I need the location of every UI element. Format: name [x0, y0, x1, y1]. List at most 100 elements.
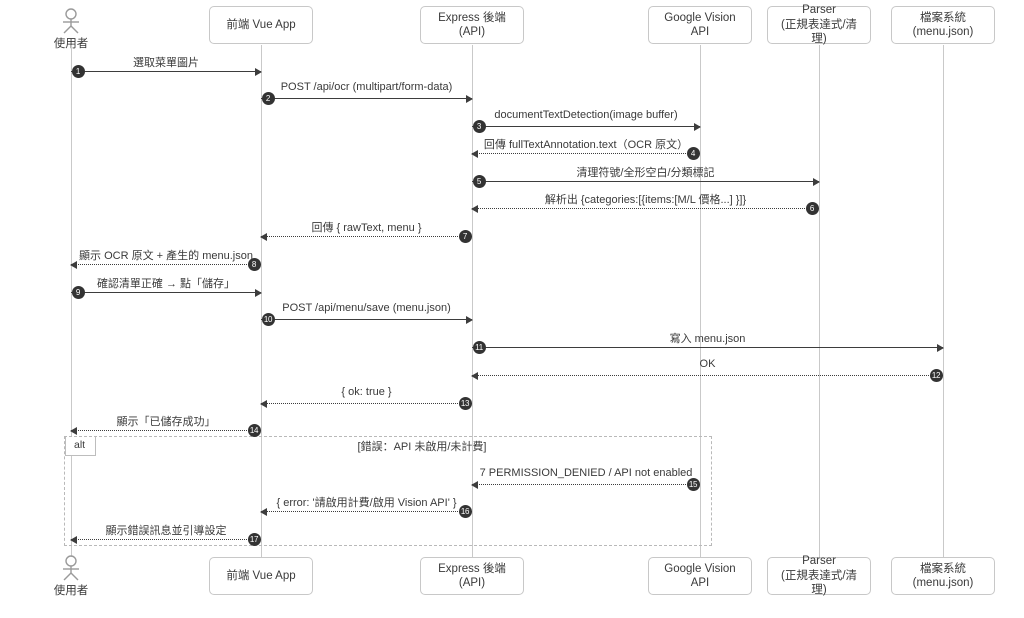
message-label-2: POST /api/ocr (multipart/form-data) [280, 81, 453, 93]
sequence-number-8: 8 [247, 257, 261, 271]
actor-stick-figure-icon [63, 555, 79, 581]
lifeline-vision [700, 45, 701, 557]
message-line-14 [71, 430, 261, 431]
message-2 [261, 94, 473, 103]
message-line-3 [472, 126, 700, 127]
fragment-condition-label: [錯誤：API 未啟用/未計費] [357, 441, 487, 453]
lifeline-user [71, 45, 72, 557]
message-1 [71, 67, 262, 76]
message-15 [471, 480, 700, 489]
message-label-11: 寫入 menu.json [669, 333, 746, 345]
participant-fs-top[interactable]: 檔案系統(menu.json) [891, 6, 995, 44]
arrowhead-icon-5 [813, 177, 820, 186]
message-label-6: 解析出 {categories:[{items:[M/L 價格...] }]} [544, 194, 747, 206]
message-9 [71, 288, 262, 297]
message-8 [70, 260, 261, 269]
sequence-number-16: 16 [458, 504, 472, 518]
arrowhead-icon-15 [471, 480, 478, 489]
lifeline-vue [261, 45, 262, 557]
arrowhead-icon-10 [466, 315, 473, 324]
message-label-12: OK [699, 358, 716, 370]
participant-vision-top[interactable]: Google Vision API [648, 6, 752, 44]
participant-vision-bottom[interactable]: Google Vision API [648, 557, 752, 595]
sequence-number-14: 14 [247, 423, 261, 437]
message-line-12 [472, 375, 943, 376]
message-line-4 [472, 153, 700, 154]
participant-fs-bottom[interactable]: 檔案系統(menu.json) [891, 557, 995, 595]
message-14 [70, 426, 261, 435]
arrowhead-icon-1 [255, 67, 262, 76]
sequence-number-10: 10 [261, 312, 275, 326]
sequence-number-1: 1 [71, 64, 85, 78]
message-4 [471, 149, 700, 158]
message-line-7 [261, 236, 472, 237]
actor-stick-figure-icon [63, 8, 79, 34]
message-13 [260, 399, 472, 408]
message-line-8 [71, 264, 261, 265]
message-6 [471, 204, 819, 213]
message-12 [471, 371, 943, 380]
arrowhead-icon-13 [260, 399, 267, 408]
message-line-10 [261, 319, 472, 320]
sequence-number-7: 7 [458, 229, 472, 243]
actor-user-bottom: 使用者 [48, 555, 94, 598]
participant-express-bottom[interactable]: Express 後端(API) [420, 557, 524, 595]
message-label-10: POST /api/menu/save (menu.json) [282, 302, 451, 314]
message-5 [472, 177, 820, 186]
message-label-8: 顯示 OCR 原文 + 產生的 menu.json [79, 250, 253, 262]
arrowhead-icon-16 [260, 507, 267, 516]
message-label-3: documentTextDetection(image buffer) [494, 109, 678, 121]
message-label-14: 顯示「已儲存成功」 [116, 416, 216, 428]
message-label-1: 選取菜單圖片 [133, 57, 199, 69]
actor-user-top: 使用者 [48, 8, 94, 51]
message-label-9: 確認清單正確 → 點「儲存」 [96, 278, 236, 290]
arrowhead-icon-12 [471, 371, 478, 380]
sequence-number-12: 12 [929, 368, 943, 382]
message-label-16: { error: '請啟用計費/啟用 Vision API' } [276, 497, 457, 509]
participant-express-top[interactable]: Express 後端(API) [420, 6, 524, 44]
message-label-15: 7 PERMISSION_DENIED / API not enabled [479, 467, 693, 479]
sequence-number-6: 6 [805, 201, 819, 215]
arrowhead-icon-6 [471, 204, 478, 213]
sequence-number-13: 13 [458, 396, 472, 410]
message-17 [70, 535, 261, 544]
arrowhead-icon-14 [70, 426, 77, 435]
message-line-16 [261, 511, 472, 512]
message-label-13: { ok: true } [341, 386, 392, 398]
message-3 [472, 122, 701, 131]
participant-parser-top[interactable]: Parser (正規表達式/清理) [767, 4, 871, 45]
participant-parser-bottom[interactable]: Parser (正規表達式/清理) [767, 555, 871, 596]
message-line-2 [261, 98, 472, 99]
message-line-5 [472, 181, 819, 182]
message-16 [260, 507, 472, 516]
participant-vue-top[interactable]: 前端 Vue App [209, 6, 313, 44]
sequence-number-3: 3 [472, 119, 486, 133]
message-label-5: 清理符號/全形空白/分類標記 [576, 167, 715, 179]
sequence-number-5: 5 [472, 174, 486, 188]
message-line-6 [472, 208, 819, 209]
arrowhead-icon-17 [70, 535, 77, 544]
sequence-number-17: 17 [247, 532, 261, 546]
participant-vue-bottom[interactable]: 前端 Vue App [209, 557, 313, 595]
message-line-17 [71, 539, 261, 540]
arrowhead-icon-4 [471, 149, 478, 158]
lifeline-fs [943, 45, 944, 557]
message-line-9 [71, 292, 261, 293]
message-10 [261, 315, 473, 324]
lifeline-parser [819, 45, 820, 557]
arrowhead-icon-11 [937, 343, 944, 352]
message-line-1 [71, 71, 261, 72]
sequence-number-9: 9 [71, 285, 85, 299]
arrowhead-icon-7 [260, 232, 267, 241]
fragment-tab-label: alt [65, 437, 97, 456]
message-label-7: 回傳 { rawText, menu } [311, 222, 422, 234]
message-11 [472, 343, 944, 352]
arrowhead-icon-3 [694, 122, 701, 131]
message-label-4: 回傳 fullTextAnnotation.text（OCR 原文） [483, 139, 689, 151]
sequence-number-15: 15 [686, 477, 700, 491]
message-line-11 [472, 347, 943, 348]
message-7 [260, 232, 472, 241]
sequence-number-11: 11 [472, 340, 486, 354]
actor-label-user: 使用者 [53, 38, 89, 50]
